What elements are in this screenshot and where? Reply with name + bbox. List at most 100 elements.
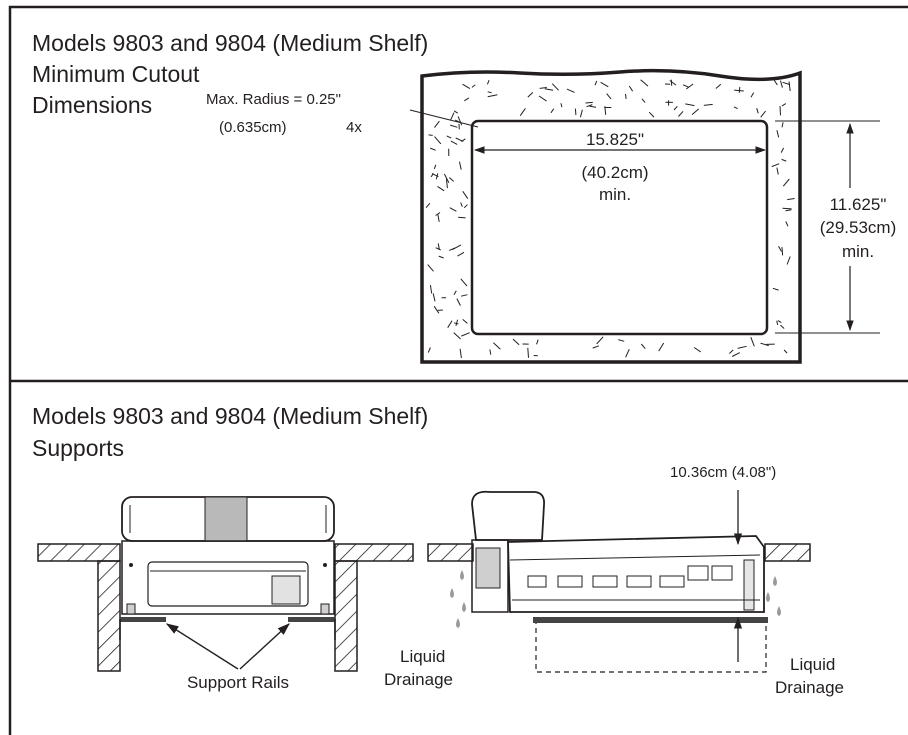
speckle-mark [734,89,744,92]
speckle-mark [536,339,539,345]
speckle-mark [437,214,440,222]
countertop-texture [425,79,795,359]
speckle-mark [778,246,782,252]
speckle-mark [781,247,784,256]
speckle-mark [760,110,766,118]
radius-label: Max. Radius = 0.25" [206,91,341,108]
speckle-mark [780,147,785,153]
top-title-line3: Dimensions [32,92,152,118]
top-panel: Models 9803 and 9804 (Medium Shelf) Mini… [32,30,904,364]
drainage-left-line1: Liquid [400,647,445,666]
top-title-line1: Models 9803 and 9804 (Medium Shelf) [32,30,428,56]
drainage-right-line2: Drainage [775,678,844,697]
speckle-mark [448,177,454,182]
width-inches: 15.825" [586,130,644,149]
speckle-mark [438,255,444,259]
speckle-mark [437,243,440,250]
support-rail-arrow-right [239,623,290,670]
radius-count: 4x [346,119,362,136]
speckle-mark [780,324,785,329]
speckle-mark [463,204,468,209]
speckle-mark [776,320,779,326]
speckle-mark [772,287,779,291]
speckle-mark [435,212,441,216]
speckle-mark [458,216,466,219]
speckle-mark [625,348,630,358]
speckle-mark [685,103,695,107]
speckle-mark [462,83,471,90]
height-inches: 11.625" [830,195,887,214]
speckle-mark [459,348,462,359]
speckle-mark [781,122,784,128]
speckle-mark [459,161,462,170]
speckle-mark [776,130,780,138]
radius-leader [409,109,479,128]
speckle-mark [433,305,440,314]
bottom-panel: Models 9803 and 9804 (Medium Shelf) Supp… [32,403,844,697]
speckle-mark [574,108,577,116]
speckle-mark [425,202,431,209]
speckle-mark [460,294,468,297]
speckle-mark [737,345,747,349]
speckle-mark [427,264,434,272]
speckle-mark [460,278,468,287]
top-title-line2: Minimum Cutout [32,61,200,87]
speckle-mark [456,298,461,306]
speckle-mark [551,83,559,91]
speckle-mark [464,97,470,102]
speckle-mark [527,92,534,98]
side-view: 10.36cm (4.08") Liquid Drainage Liquid D… [384,464,844,697]
speckle-mark [586,104,593,108]
speckle-mark [783,349,788,354]
speckle-mark [787,198,795,201]
speckle-mark [434,136,442,145]
speckle-mark [431,173,439,178]
speckle-mark [785,221,789,227]
speckle-mark [449,247,456,251]
speckle-mark [453,332,461,340]
speckle-mark [788,81,791,92]
speckle-mark [641,98,646,103]
speckle-mark [782,207,792,210]
counter-left-wall [97,560,121,672]
speckle-mark [433,164,437,170]
support-rail-side [533,617,768,623]
speckle-mark [454,119,461,124]
speckle-mark [756,108,759,114]
speckle-mark [453,110,458,114]
speckle-mark [493,342,501,350]
speckle-mark [673,105,678,111]
speckle-mark [560,103,563,108]
speckle-mark [519,108,526,116]
speckle-mark [731,352,741,357]
speckle-mark [703,103,713,106]
speckle-mark [453,290,457,296]
speckle-mark [450,140,458,145]
speckle-mark [544,88,554,91]
speckle-mark [729,349,734,354]
support-rail-left [120,617,166,622]
speckle-mark [781,103,787,107]
speckle-mark [457,116,463,126]
speckle-mark [446,135,452,139]
support-rail-arrow-left [165,623,239,670]
speckle-mark [427,347,431,353]
speckle-mark [600,81,609,88]
height-min: min. [842,242,874,261]
speckle-mark [566,88,575,93]
radius-metric: (0.635cm) [219,119,287,136]
speckle-mark [550,108,555,114]
counter-side-right [764,543,811,562]
speckle-mark [471,84,476,88]
bottom-title-line2: Supports [32,435,124,461]
support-box-outline [535,621,767,673]
scale-front-body [121,496,335,615]
speckle-mark [691,108,700,115]
speckle-mark [773,79,778,86]
speckle-mark [658,342,665,352]
speckle-mark [678,110,684,117]
clearance-label: 10.36cm (4.08") [670,464,776,481]
front-view: Support Rails [37,496,414,692]
